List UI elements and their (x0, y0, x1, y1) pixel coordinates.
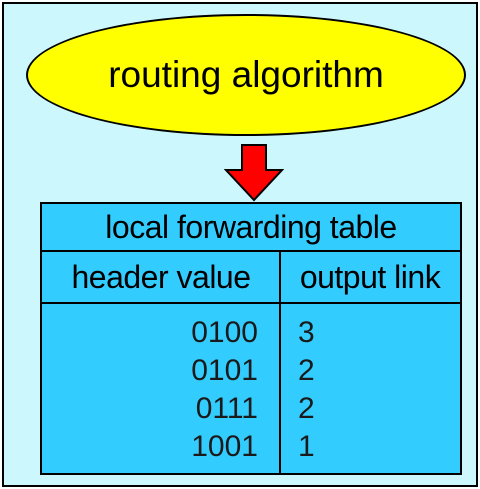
table-row: 1001 1 (42, 428, 460, 466)
table-row: 0101 2 (42, 352, 460, 390)
table-row: 0100 3 (42, 314, 460, 352)
routing-algorithm-label: routing algorithm (108, 54, 384, 95)
table-title: local forwarding table (42, 204, 460, 252)
table-rows: 0100 3 0101 2 0111 2 1001 1 (42, 314, 460, 466)
output-link-cell: 2 (298, 392, 315, 425)
output-link-cell: 3 (298, 316, 315, 349)
header-value-column-header: header value (71, 258, 251, 295)
forwarding-table: local forwarding table header value outp… (40, 202, 462, 475)
down-arrow-icon (224, 144, 284, 202)
output-link-cell: 2 (298, 354, 315, 387)
output-link-cell: 1 (298, 430, 315, 463)
table-header-row: header value output link (42, 252, 460, 304)
table-row: 0111 2 (42, 390, 460, 428)
header-value-cell: 0101 (191, 354, 258, 387)
header-value-cell: 1001 (191, 430, 258, 463)
header-value-cell: 0100 (191, 316, 258, 349)
header-value-cell: 0111 (195, 392, 258, 425)
routing-algorithm-ellipse: routing algorithm (26, 14, 466, 136)
output-link-column-header: output link (299, 258, 441, 295)
column-divider (279, 252, 281, 473)
